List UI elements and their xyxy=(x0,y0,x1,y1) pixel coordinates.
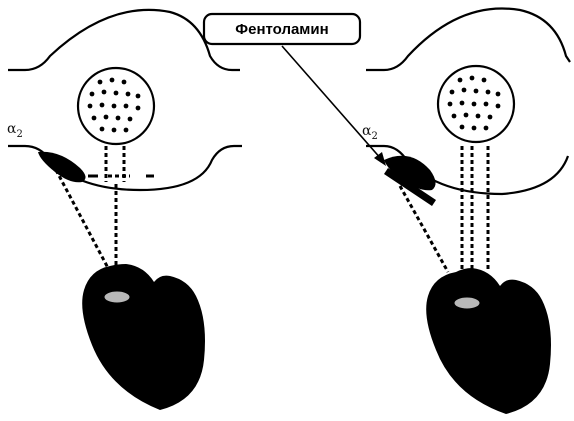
left-heart-spot xyxy=(104,291,130,303)
left-heart xyxy=(82,264,205,410)
right-panel: α2 xyxy=(362,8,570,414)
right-heart xyxy=(426,268,551,414)
phentolamine-callout: Фентоламин xyxy=(204,14,386,166)
right-nerve-terminal xyxy=(366,8,570,70)
left-vesicle-dots xyxy=(88,78,141,133)
right-heart-spot xyxy=(454,297,480,309)
left-panel: α2 xyxy=(7,10,242,410)
callout-label: Фентоламин xyxy=(235,21,328,38)
left-receptor-label: α2 xyxy=(7,121,23,140)
right-vesicle-dots xyxy=(448,76,501,131)
callout-arrow-line xyxy=(282,46,382,160)
